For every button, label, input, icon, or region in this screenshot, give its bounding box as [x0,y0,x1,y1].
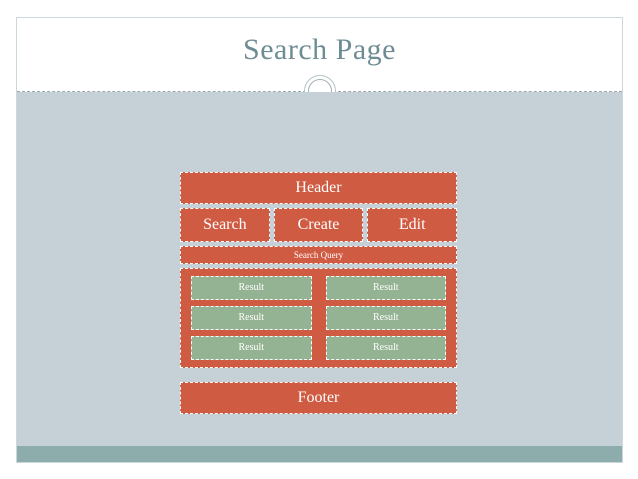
wireframe-footer[interactable]: Footer [180,382,457,414]
result-item[interactable]: Result [325,276,446,300]
wireframe-mockup: Header Search Create Edit Search Query R… [180,172,458,414]
results-panel: Result Result Result Result Result Resul… [180,268,457,368]
result-item[interactable]: Result [191,336,312,360]
wireframe-header[interactable]: Header [180,172,457,204]
page-title: Search Page [243,33,396,66]
slide-canvas: Search Page Header Search Create Edit Se… [16,17,623,463]
nav-button-edit[interactable]: Edit [367,208,458,242]
results-grid: Result Result Result Result Result Resul… [191,276,446,360]
result-item[interactable]: Result [325,336,446,360]
nav-button-search[interactable]: Search [180,208,270,242]
wireframe-nav-row: Search Create Edit [180,208,458,242]
nav-button-create[interactable]: Create [273,208,364,242]
result-item[interactable]: Result [191,276,312,300]
slide-body: Header Search Create Edit Search Query R… [17,92,622,462]
slide-bottom-accent-bar [17,446,622,462]
result-item[interactable]: Result [191,306,312,330]
result-item[interactable]: Result [325,306,446,330]
search-query-bar[interactable]: Search Query [180,246,457,264]
